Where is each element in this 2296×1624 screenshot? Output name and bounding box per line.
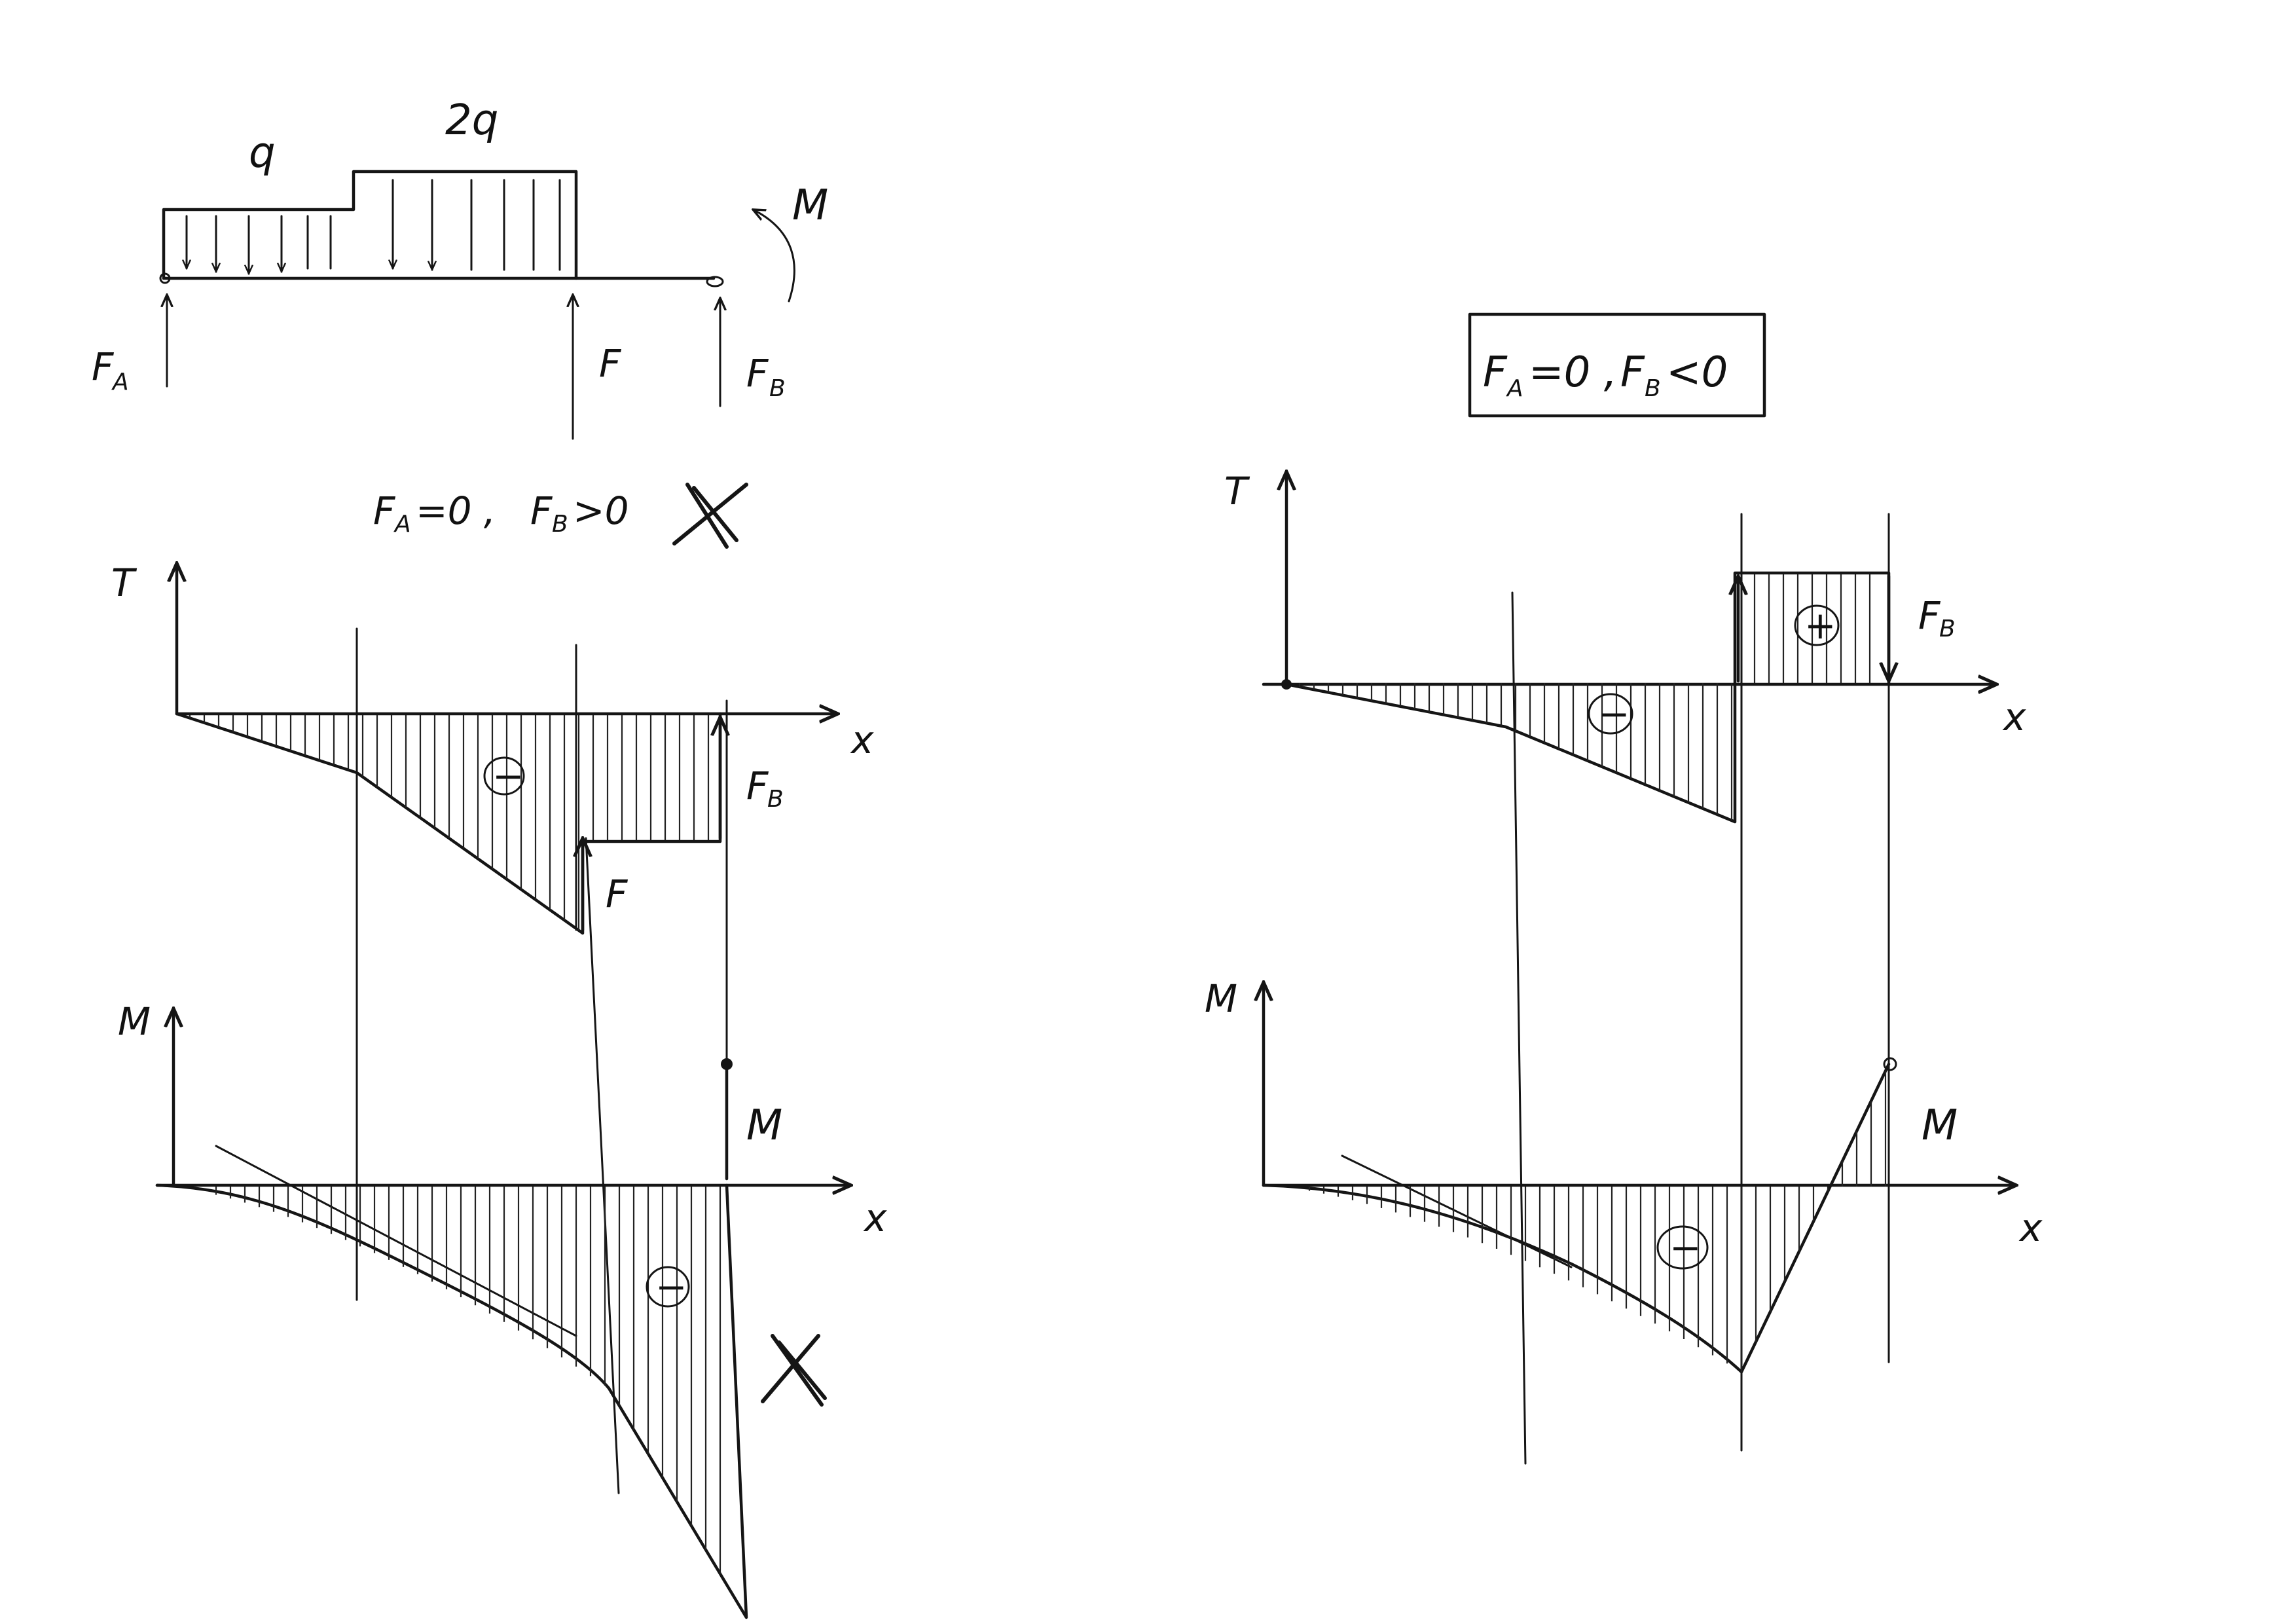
left-moment-sign-circle bbox=[646, 1266, 690, 1308]
support-A bbox=[159, 272, 171, 284]
rejected-mark bbox=[672, 483, 748, 549]
right-guides bbox=[1511, 513, 1890, 1465]
load-q-block bbox=[162, 170, 578, 280]
rejected-mark-moment bbox=[761, 1334, 827, 1407]
left-moment-sign: − bbox=[655, 1264, 687, 1309]
left-moment-x-label: x bbox=[863, 1196, 887, 1240]
right-shear-sign-pos-circle bbox=[1794, 604, 1840, 646]
left-shear-FB-sub: B bbox=[767, 786, 784, 813]
force-F-label: F bbox=[599, 341, 622, 386]
left-shear-diagram: − T x F B F bbox=[111, 561, 874, 935]
cond-fa-sub: A bbox=[393, 511, 411, 538]
beam-sketch: q 2q M F A F F B bbox=[92, 96, 828, 440]
left-shear-F-label: F bbox=[606, 872, 629, 916]
right-moment-jump-label: M bbox=[1922, 1101, 1958, 1150]
force-B-sub: B bbox=[769, 375, 786, 402]
left-moment-tangent bbox=[215, 1145, 577, 1337]
right-moment-sign-circle bbox=[1656, 1225, 1709, 1270]
left-moment-jump-label: M bbox=[746, 1101, 782, 1150]
right-moment-M-label: M bbox=[1205, 976, 1237, 1021]
case-right: F A =0 , F B <0 − + T x bbox=[1205, 312, 2043, 1465]
left-moment-diagram: − M x M bbox=[118, 999, 887, 1619]
right-shear-T-label: T bbox=[1224, 469, 1250, 513]
rcond-fb-sub: B bbox=[1645, 375, 1661, 402]
rcond-fa-sub: A bbox=[1506, 375, 1523, 402]
left-moment-M-label: M bbox=[118, 999, 151, 1044]
left-moment-curve bbox=[155, 1183, 748, 1619]
case-left: F A =0 , F B >0 bbox=[111, 483, 887, 1619]
cond-fa: F bbox=[373, 489, 396, 533]
left-shear-sign: − bbox=[492, 754, 524, 798]
right-moment-hatching bbox=[1308, 1071, 1887, 1372]
force-B-label: F bbox=[746, 351, 769, 396]
case-right-condition-box bbox=[1468, 312, 1766, 418]
right-shear-FB-sub: B bbox=[1939, 616, 1956, 642]
left-shear-x-label: x bbox=[850, 718, 874, 762]
right-moment-curve bbox=[1262, 1062, 1891, 1374]
left-guides bbox=[355, 627, 728, 1494]
left-shear-hatching bbox=[189, 715, 710, 931]
load-q-arrows bbox=[187, 215, 332, 275]
right-moment-jump-dot bbox=[1883, 1057, 1897, 1071]
right-shear-sign-pos: + bbox=[1804, 603, 1836, 648]
rcond-fb-rel: <0 bbox=[1666, 348, 1728, 397]
right-moment-diagram: − M x M bbox=[1205, 976, 2043, 1374]
force-A-sub: A bbox=[111, 369, 129, 396]
cond-fb-sub: B bbox=[552, 511, 568, 538]
right-moment-tangent bbox=[1341, 1154, 1573, 1268]
left-shear-FB-label: F bbox=[746, 764, 769, 808]
case-right-condition: F A =0 , F B <0 bbox=[1483, 348, 1728, 402]
right-moment-sign: − bbox=[1669, 1225, 1702, 1270]
moment-arrow bbox=[753, 210, 795, 303]
left-moment-hatching bbox=[215, 1187, 721, 1574]
support-B bbox=[706, 276, 724, 287]
cond-fb-rel: >0 bbox=[573, 489, 629, 533]
load-2q-arrows bbox=[393, 179, 561, 271]
right-shear-origin-dot bbox=[1281, 679, 1292, 690]
right-shear-negative-area bbox=[1285, 682, 1737, 824]
left-shear-T-label: T bbox=[111, 561, 137, 605]
moment-label: M bbox=[792, 181, 828, 230]
load-2q-label: 2q bbox=[445, 96, 498, 145]
right-shear-FB-label: F bbox=[1918, 593, 1941, 638]
cond-fb: F bbox=[530, 489, 553, 533]
right-shear-diagram: − + T x F B bbox=[1224, 469, 2026, 824]
right-shear-sign-neg: − bbox=[1598, 692, 1630, 736]
left-moment-jump-dot bbox=[721, 1058, 733, 1070]
right-moment-x-label: x bbox=[2018, 1206, 2043, 1250]
rcond-fb: F bbox=[1620, 348, 1645, 397]
left-shear-sign-circle bbox=[483, 756, 525, 796]
case-left-condition: F A =0 , F B >0 bbox=[373, 483, 748, 549]
right-shear-hatching bbox=[1298, 574, 1871, 821]
cond-fa-rel: =0 , bbox=[416, 489, 496, 533]
right-shear-x-label: x bbox=[2002, 695, 2026, 739]
load-q-label: q bbox=[249, 129, 276, 177]
rcond-fa: F bbox=[1483, 348, 1508, 397]
force-A-label: F bbox=[92, 344, 115, 389]
right-shear-sign-neg-circle bbox=[1588, 693, 1633, 735]
rcond-fa-rel: =0 , bbox=[1529, 348, 1617, 397]
